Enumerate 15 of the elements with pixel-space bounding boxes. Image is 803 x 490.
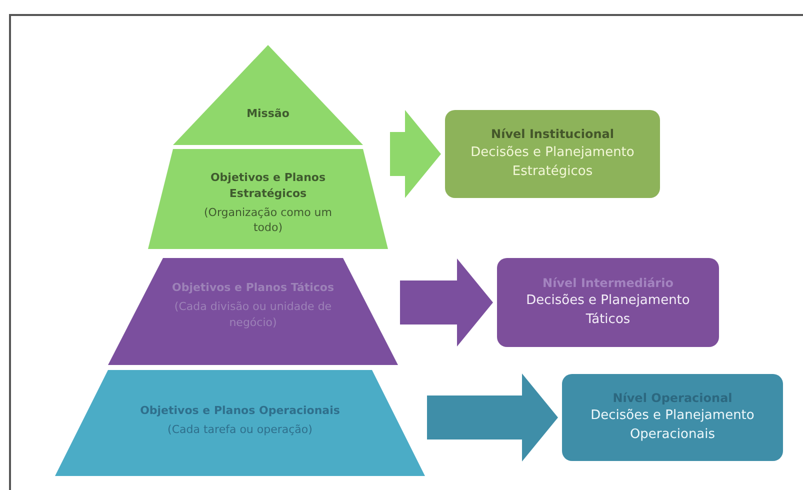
tier-heading: Missão: [246, 106, 290, 122]
block-arrow: [400, 258, 493, 346]
level-box: [445, 110, 660, 198]
block-arrow: [390, 110, 441, 198]
tier-description: (Cada tarefa ou operação): [168, 422, 312, 438]
tier-heading: Objetivos e Planos Estratégicos: [209, 170, 327, 202]
level-description: Decisões e Planejamento Estratégicos: [470, 144, 636, 181]
level-box: [497, 258, 719, 347]
level-heading: Nível Institucional: [491, 126, 614, 144]
level-box: [562, 374, 783, 461]
tier-description: (Organização como um todo): [203, 204, 333, 236]
level-description: Decisões e Planejamento Operacionais: [590, 407, 756, 444]
tier-heading: Objetivos e Planos Operacionais: [140, 402, 340, 418]
level-description: Decisões e Planejamento Táticos: [525, 292, 691, 330]
block-arrow: [427, 374, 558, 462]
